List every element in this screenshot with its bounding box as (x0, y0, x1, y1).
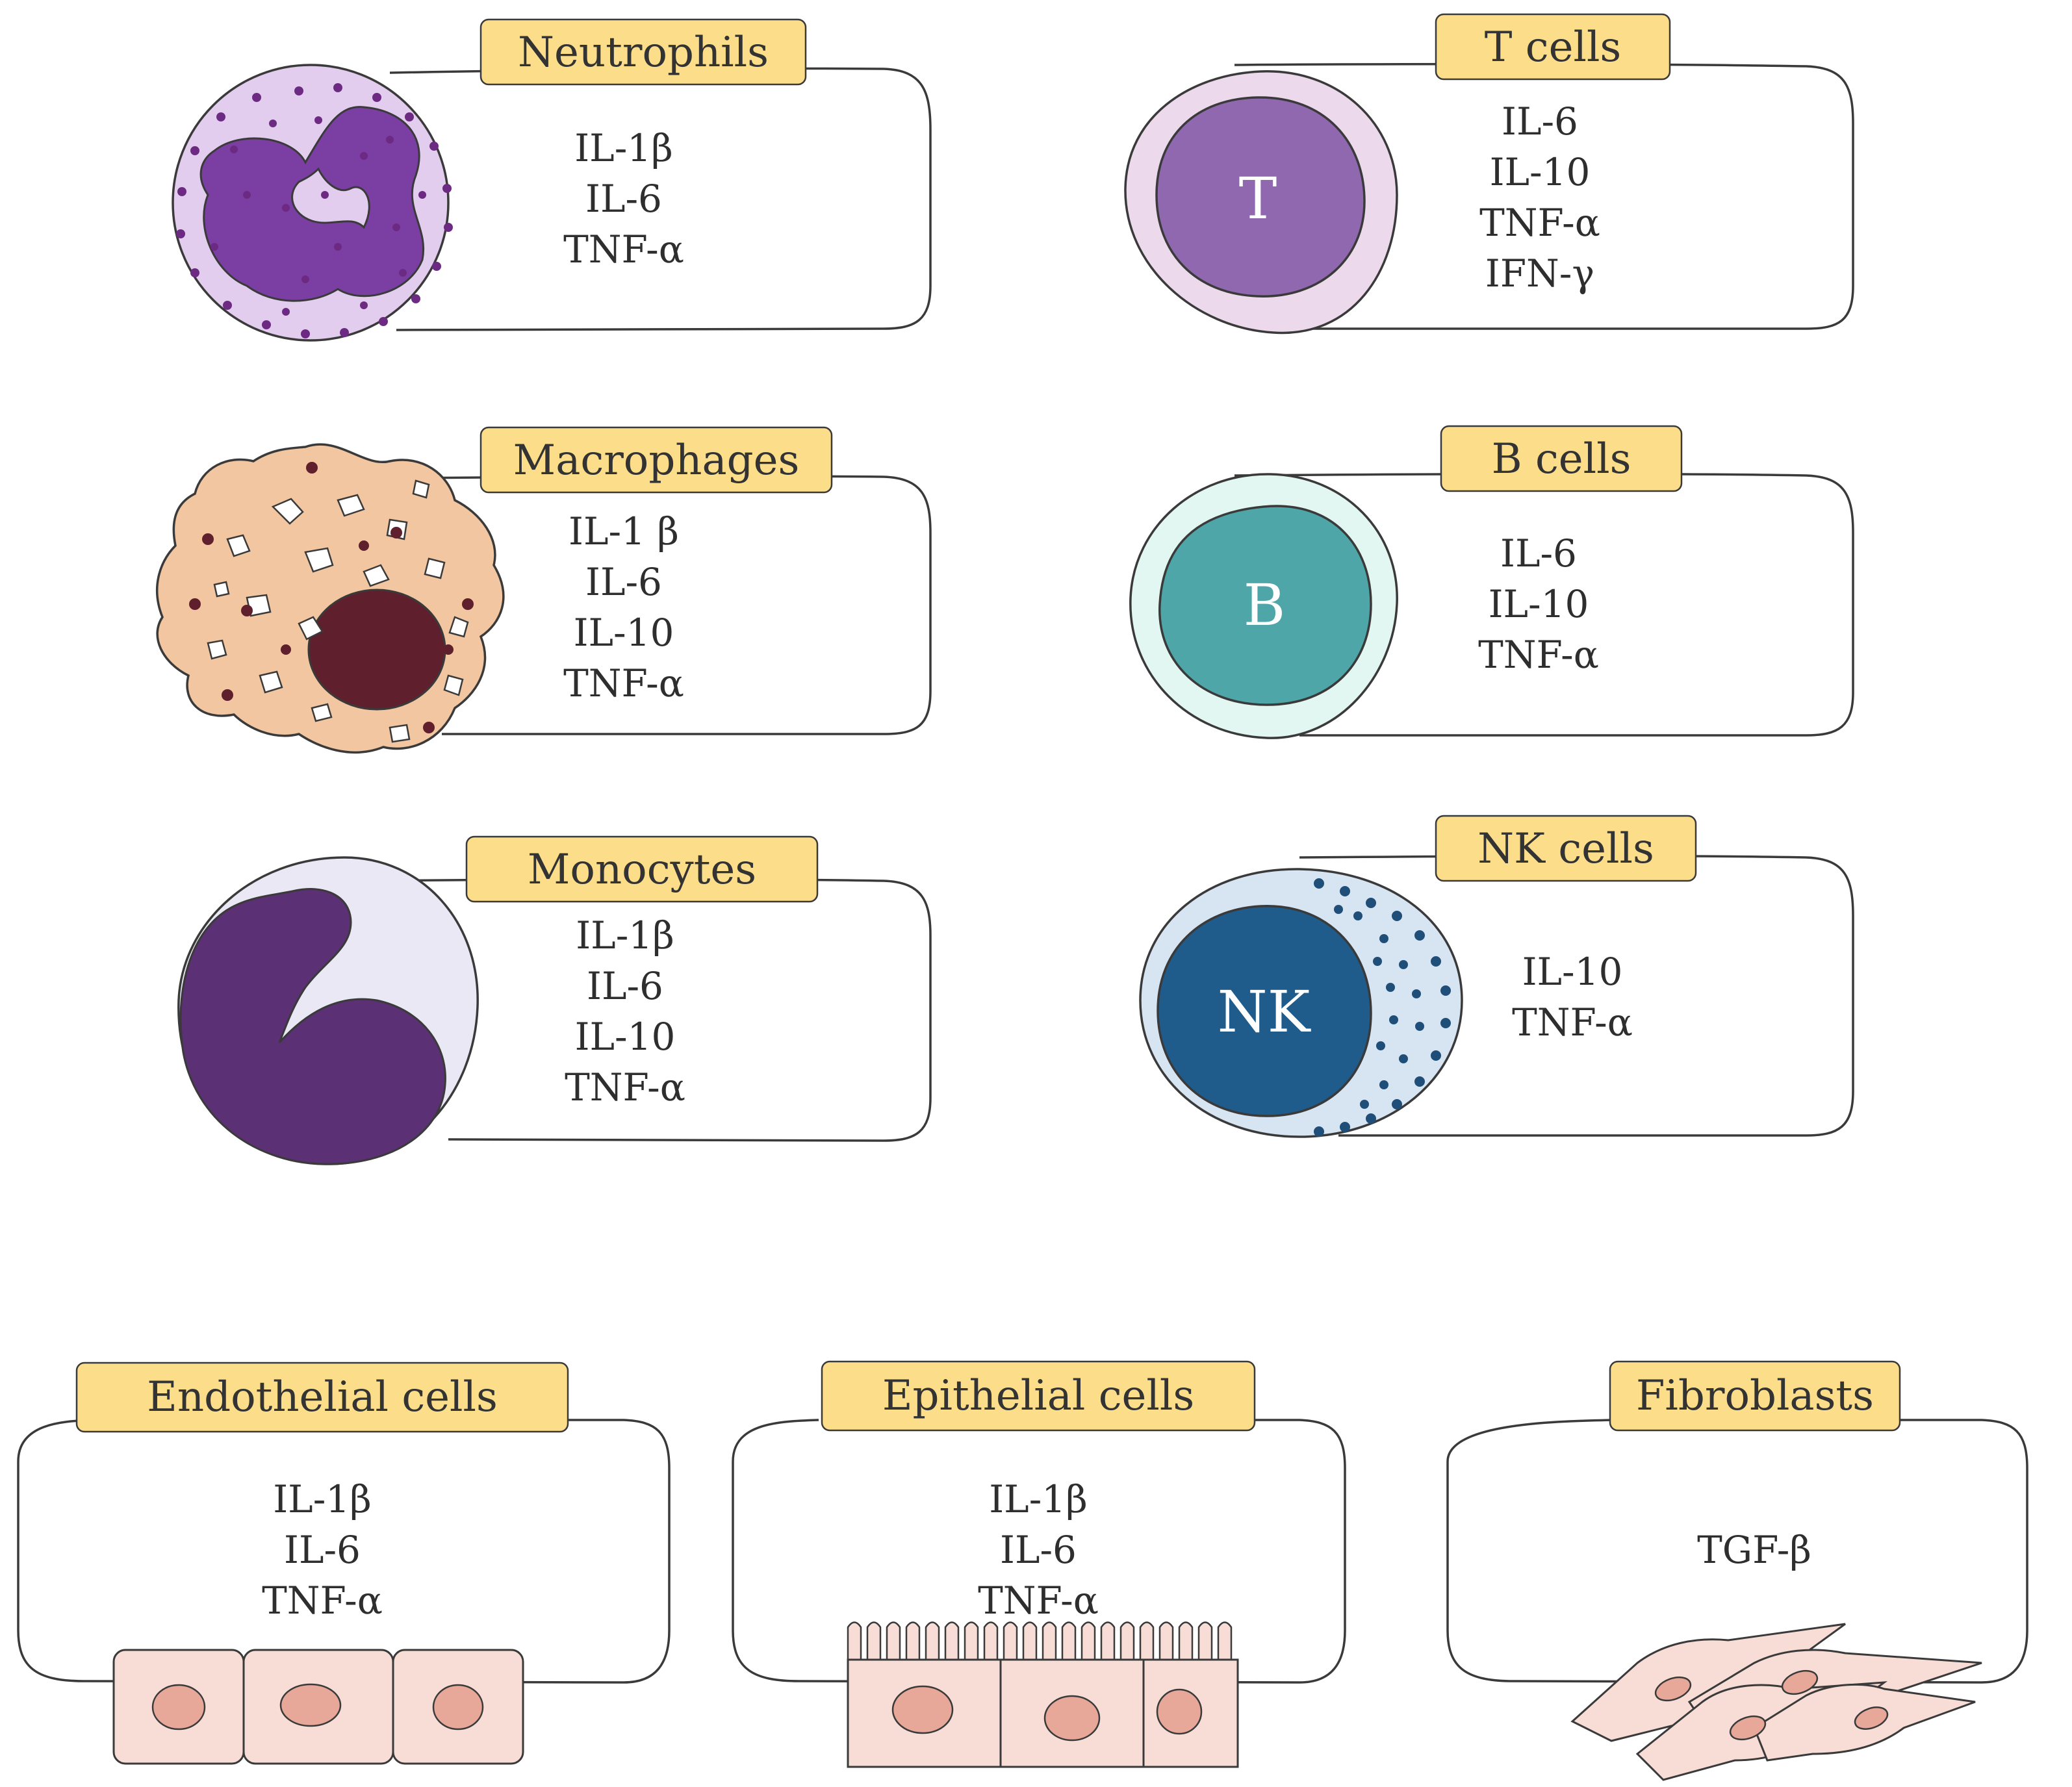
macrophage-granules (189, 462, 474, 733)
endothelial-cells-cytokine: TNF-α (262, 1578, 383, 1623)
endothelial-cell-icon (112, 1649, 524, 1765)
epithelial-cells-label: Epithelial cells (882, 1372, 1194, 1420)
t-cells-cytokine: IFN-γ (1485, 251, 1594, 296)
neutrophils-cytokine: IL-1β (574, 126, 672, 170)
epithelial-cells-box (732, 1419, 1346, 1684)
t-cells-cytokine: TNF-α (1479, 201, 1600, 245)
monocytes-panel: Monocytes IL-1β IL-6 IL-10 TNF-α (177, 835, 932, 1165)
fibroblast-cell-icon (1570, 1623, 1982, 1781)
t-cells-cytokine: IL-6 (1502, 99, 1578, 144)
fibroblasts-label: Fibroblasts (1636, 1372, 1874, 1420)
neutrophils-cytokine: IL-6 (585, 177, 662, 221)
monocytes-cytokine: TNF-α (565, 1065, 685, 1109)
endothelial-cells-cytokine: IL-6 (284, 1528, 361, 1572)
b-cells-box (1234, 472, 1854, 737)
macrophages-cytokine: IL-6 (585, 560, 662, 604)
t-cell-icon: T (1124, 70, 1398, 335)
epithelial-cells-label-box (821, 1360, 1256, 1432)
nk-cells-label-box (1435, 815, 1697, 882)
monocytes-cytokine: IL-1β (576, 913, 674, 957)
endothelial-cells-box (17, 1419, 671, 1684)
epithelial-cells-cytokine: TNF-α (978, 1578, 1099, 1623)
macrophages-label-box (480, 426, 833, 494)
nk-cell-icon: NK (1139, 868, 1463, 1138)
monocytes-label-box (465, 835, 819, 903)
fibroblasts-cytokine: TGF-β (1697, 1528, 1811, 1572)
macrophages-cytokine: TNF-α (563, 661, 684, 705)
epithelial-cells-cytokine: IL-1β (989, 1477, 1087, 1521)
endothelial-cells-label-box (75, 1362, 569, 1433)
b-cell-nucleus-letter: B (1244, 572, 1286, 639)
b-cells-label: B cells (1492, 435, 1631, 483)
neutrophils-label-box (480, 18, 807, 86)
nk-cells-panel: NK NK cells IL-10 TNF-α (1139, 815, 1854, 1138)
macrophage-cell-icon (156, 443, 505, 754)
t-cells-panel: T T cells IL-6 IL-10 TNF-α IFN-γ (1124, 13, 1854, 335)
endothelial-cells-label: Endothelial cells (147, 1373, 498, 1421)
monocytes-label: Monocytes (528, 846, 756, 894)
neutrophils-cytokine: TNF-α (563, 227, 684, 272)
t-cells-label-box (1435, 13, 1671, 81)
b-cells-cytokine: IL-6 (1500, 531, 1577, 576)
endothelial-cells-cytokine: IL-1β (273, 1477, 371, 1521)
macrophage-vacuoles (207, 479, 469, 743)
b-cells-label-box (1440, 425, 1683, 492)
monocyte-cell-icon (177, 856, 479, 1165)
fibroblasts-panel: Fibroblasts TGF-β (1446, 1360, 2028, 1781)
epithelial-cell-icon (847, 1621, 1239, 1768)
nk-cells-cytokine: TNF-α (1512, 1000, 1633, 1045)
b-cells-panel: B B cells IL-6 IL-10 TNF-α (1129, 425, 1854, 739)
macrophages-cytokine: IL-1 β (569, 509, 679, 553)
nk-cells-cytokine: IL-10 (1522, 950, 1623, 994)
macrophages-label: Macrophages (513, 437, 800, 485)
b-cells-cytokine: IL-10 (1489, 582, 1589, 626)
neutrophils-label: Neutrophils (518, 29, 769, 77)
t-cells-box (1234, 62, 1854, 330)
macrophages-panel: Macrophages IL-1 β IL-6 IL-10 TNF-α (156, 426, 932, 754)
epithelial-cells-panel: Epithelial cells IL-1β IL-6 TNF-α (732, 1360, 1346, 1768)
monocytes-cytokine: IL-6 (587, 964, 663, 1008)
fibroblasts-label-box (1609, 1360, 1901, 1432)
nk-granules (1314, 878, 1451, 1137)
neutrophil-granules (176, 83, 453, 338)
b-cells-cytokine: TNF-α (1478, 633, 1599, 677)
neutrophils-panel: Neutrophils IL-1β IL-6 TNF-α (172, 18, 932, 342)
t-cells-label: T cells (1485, 23, 1622, 71)
neutrophil-cell-icon (172, 64, 453, 342)
t-cell-nucleus-letter: T (1239, 165, 1277, 232)
fibroblasts-box (1446, 1419, 2028, 1684)
epithelial-cells-cytokine: IL-6 (1000, 1528, 1077, 1572)
b-cell-icon: B (1129, 473, 1398, 739)
monocytes-cytokine: IL-10 (575, 1015, 676, 1059)
nk-cell-nucleus-letter: NK (1218, 978, 1312, 1045)
nk-cells-label: NK cells (1477, 825, 1654, 873)
endothelial-cells-panel: Endothelial cells IL-1β IL-6 TNF-α (17, 1362, 671, 1765)
t-cells-cytokine: IL-10 (1490, 150, 1591, 194)
macrophages-cytokine: IL-10 (574, 611, 674, 655)
